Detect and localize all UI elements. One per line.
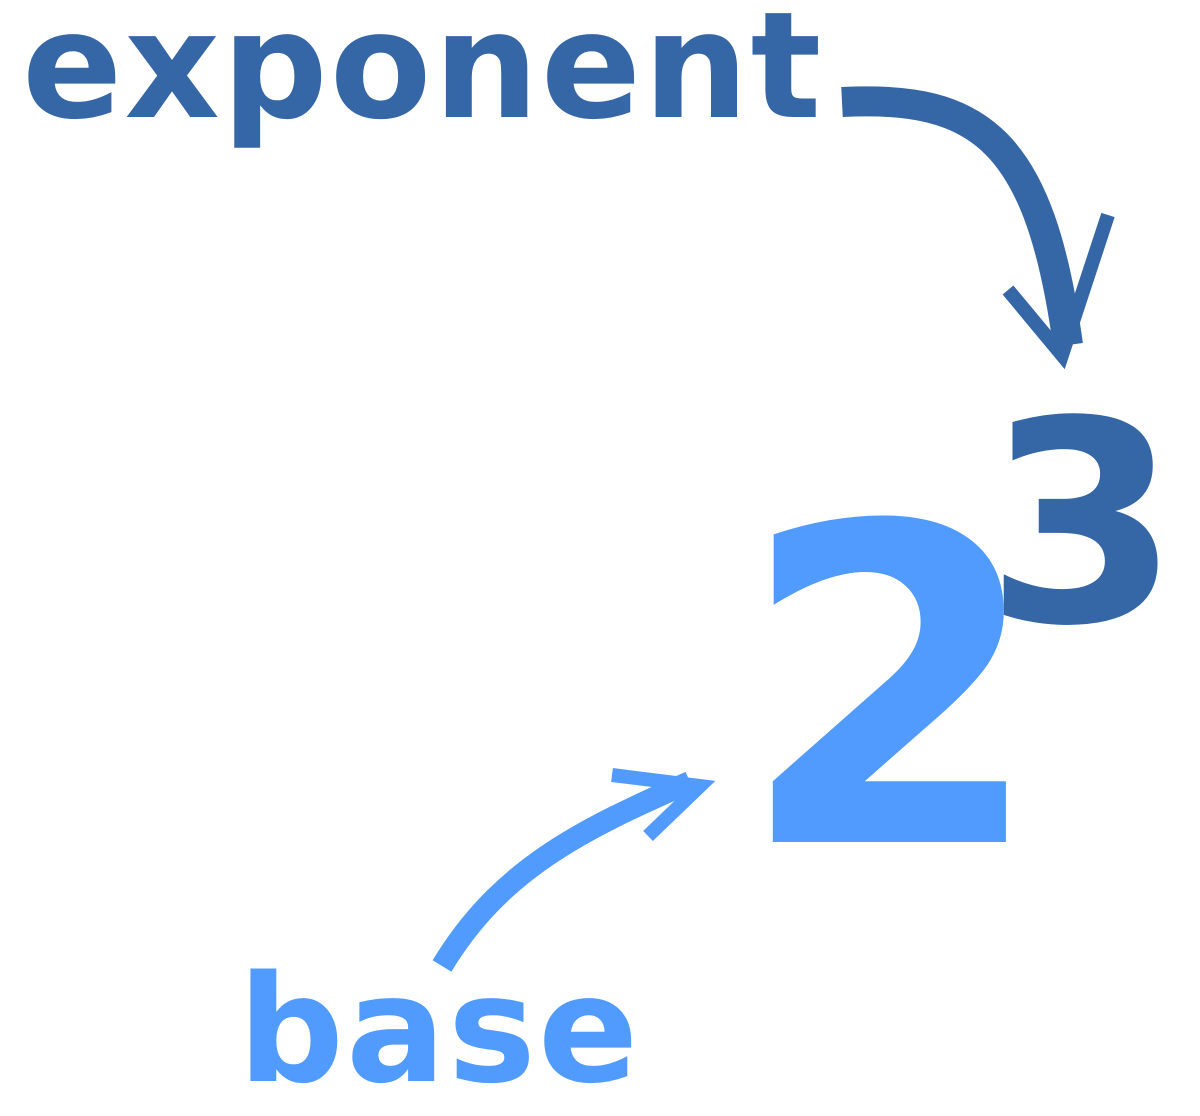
- exponent-label: exponent: [22, 0, 824, 152]
- exponent-digit: 3: [985, 362, 1180, 688]
- exponent-arrow: [841, 86, 1083, 348]
- base-label: base: [238, 944, 641, 1116]
- base-arrow: [432, 771, 695, 972]
- exponent-arrowhead: [1002, 212, 1115, 370]
- base-digit: 2: [738, 434, 1045, 946]
- base-arrowhead: [611, 768, 716, 842]
